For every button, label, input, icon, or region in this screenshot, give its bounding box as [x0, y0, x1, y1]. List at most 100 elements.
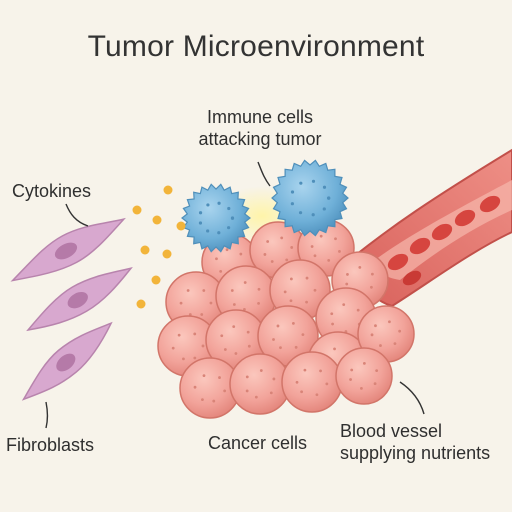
cancer-cell-texture	[313, 254, 317, 258]
label-blood-line-1: Blood vessel	[340, 421, 443, 441]
cancer-cell-texture	[356, 308, 360, 312]
cancer-cell-texture	[220, 334, 224, 338]
label-blood-vessel: Blood vessel supplying nutrients	[340, 420, 512, 464]
immune-cell-texture	[198, 221, 203, 225]
cancer-cell-texture	[338, 250, 341, 253]
cancer-cell-texture	[291, 322, 295, 325]
immune-cell-texture	[298, 211, 303, 215]
cancer-cell-texture	[270, 260, 274, 263]
fibroblast	[10, 217, 126, 282]
leader-cytokines	[65, 203, 89, 227]
cancer-cell-texture	[212, 399, 216, 403]
cancer-cell-texture	[289, 277, 293, 281]
cytokine-dot	[176, 221, 186, 231]
cancer-cell	[281, 351, 343, 413]
cancer-cell-texture	[279, 346, 282, 350]
cancer-cell-texture	[193, 356, 197, 360]
cancer-cell-texture	[388, 320, 391, 324]
cancer-cell-texture	[327, 258, 331, 262]
diagram-title: Tumor Microenvironment	[87, 30, 425, 63]
immune-cell-texture	[206, 203, 210, 207]
label-immune-cells: Immune cells attacking tumor	[180, 106, 340, 150]
immune-cells	[181, 159, 349, 253]
cancer-cell-texture	[300, 390, 304, 394]
immune-cell-texture	[327, 196, 331, 200]
cancer-cell-texture	[330, 312, 334, 316]
cancer-cell-texture	[374, 324, 377, 328]
immune-cell-body	[271, 159, 349, 237]
cancer-cell-texture	[285, 258, 289, 262]
cancer-cell-texture	[201, 398, 204, 402]
cancer-cell-cluster	[157, 219, 415, 419]
cancer-cell-texture	[225, 248, 229, 252]
cancer-cell-texture	[230, 289, 234, 292]
immune-cell-texture	[227, 206, 231, 211]
cancer-cell-texture	[272, 338, 275, 341]
cancer-cell-texture	[313, 288, 317, 292]
cytokines	[132, 185, 186, 309]
cancer-cell-texture	[193, 385, 197, 389]
cancer-cell-texture	[259, 369, 263, 372]
cancer-cell-texture	[370, 333, 374, 337]
cancer-cell-texture	[280, 236, 284, 240]
cancer-cell-texture	[186, 289, 190, 292]
cancer-cell-texture	[188, 313, 192, 316]
cancer-cell-texture	[232, 325, 236, 329]
cancer-cell-texture	[182, 357, 185, 361]
cancer-cell-texture	[215, 257, 218, 261]
label-fibroblasts: Fibroblasts	[6, 435, 95, 455]
immune-cell-texture	[198, 211, 203, 215]
cancer-cell-texture	[362, 362, 366, 365]
cytokine-dot	[162, 249, 172, 259]
cancer-cell-texture	[342, 303, 346, 307]
cancer-cell-texture	[295, 380, 299, 384]
cancer-cell-texture	[370, 285, 373, 289]
cytokine-dot	[140, 245, 150, 255]
cancer-cell-texture	[223, 348, 227, 351]
cancer-cell-texture	[301, 333, 305, 337]
cancer-cell-texture	[294, 345, 298, 349]
cancer-cell-texture	[193, 332, 197, 336]
cancer-cell-texture	[257, 287, 261, 291]
cancer-cell-texture	[331, 322, 334, 326]
immune-cell-body	[181, 183, 251, 253]
cytokine-dot	[132, 205, 142, 215]
cytokine-dot	[136, 299, 146, 309]
cancer-cell-texture	[272, 377, 276, 381]
immune-cell-texture	[227, 226, 231, 230]
immune-cell-texture	[217, 231, 221, 235]
cancer-cell-texture	[218, 376, 221, 379]
cancer-cell-texture	[319, 369, 322, 373]
cancer-cell-texture	[246, 330, 250, 334]
cancer-cell-texture	[202, 374, 206, 378]
cancer-cell-texture	[209, 301, 213, 305]
cancer-cell-texture	[239, 252, 243, 256]
immune-cell	[271, 159, 349, 237]
cancer-cell	[229, 353, 291, 415]
cancer-cell-texture	[325, 382, 329, 386]
cancer-cell-texture	[346, 273, 349, 276]
cancer-cell-texture	[219, 269, 223, 273]
cancer-cell-texture	[234, 352, 238, 355]
label-immune-line-1: Immune cells	[206, 107, 314, 127]
cancer-cell-texture	[257, 301, 260, 305]
immune-cell-texture	[322, 207, 326, 211]
cancer-cell-texture	[202, 289, 206, 292]
cancer-cell-texture	[290, 246, 294, 249]
cytokine-dot	[163, 185, 173, 195]
cancer-cell-texture	[370, 272, 374, 276]
cancer-cell-texture	[373, 382, 377, 386]
cancer-cell-texture	[310, 245, 314, 248]
immune-cell-texture	[290, 202, 294, 206]
cancer-cell-texture	[269, 391, 273, 395]
cancer-cell-texture	[266, 240, 270, 243]
label-cancer-cells: Cancer cells	[208, 433, 308, 453]
cancer-cell-texture	[360, 386, 363, 390]
cancer-cell-texture	[398, 329, 402, 333]
cancer-cell-texture	[319, 234, 323, 238]
leader-lines	[45, 161, 425, 429]
cancer-cell-texture	[345, 282, 349, 286]
cancer-cell-texture	[303, 368, 307, 372]
cancer-cell-texture	[245, 389, 249, 393]
